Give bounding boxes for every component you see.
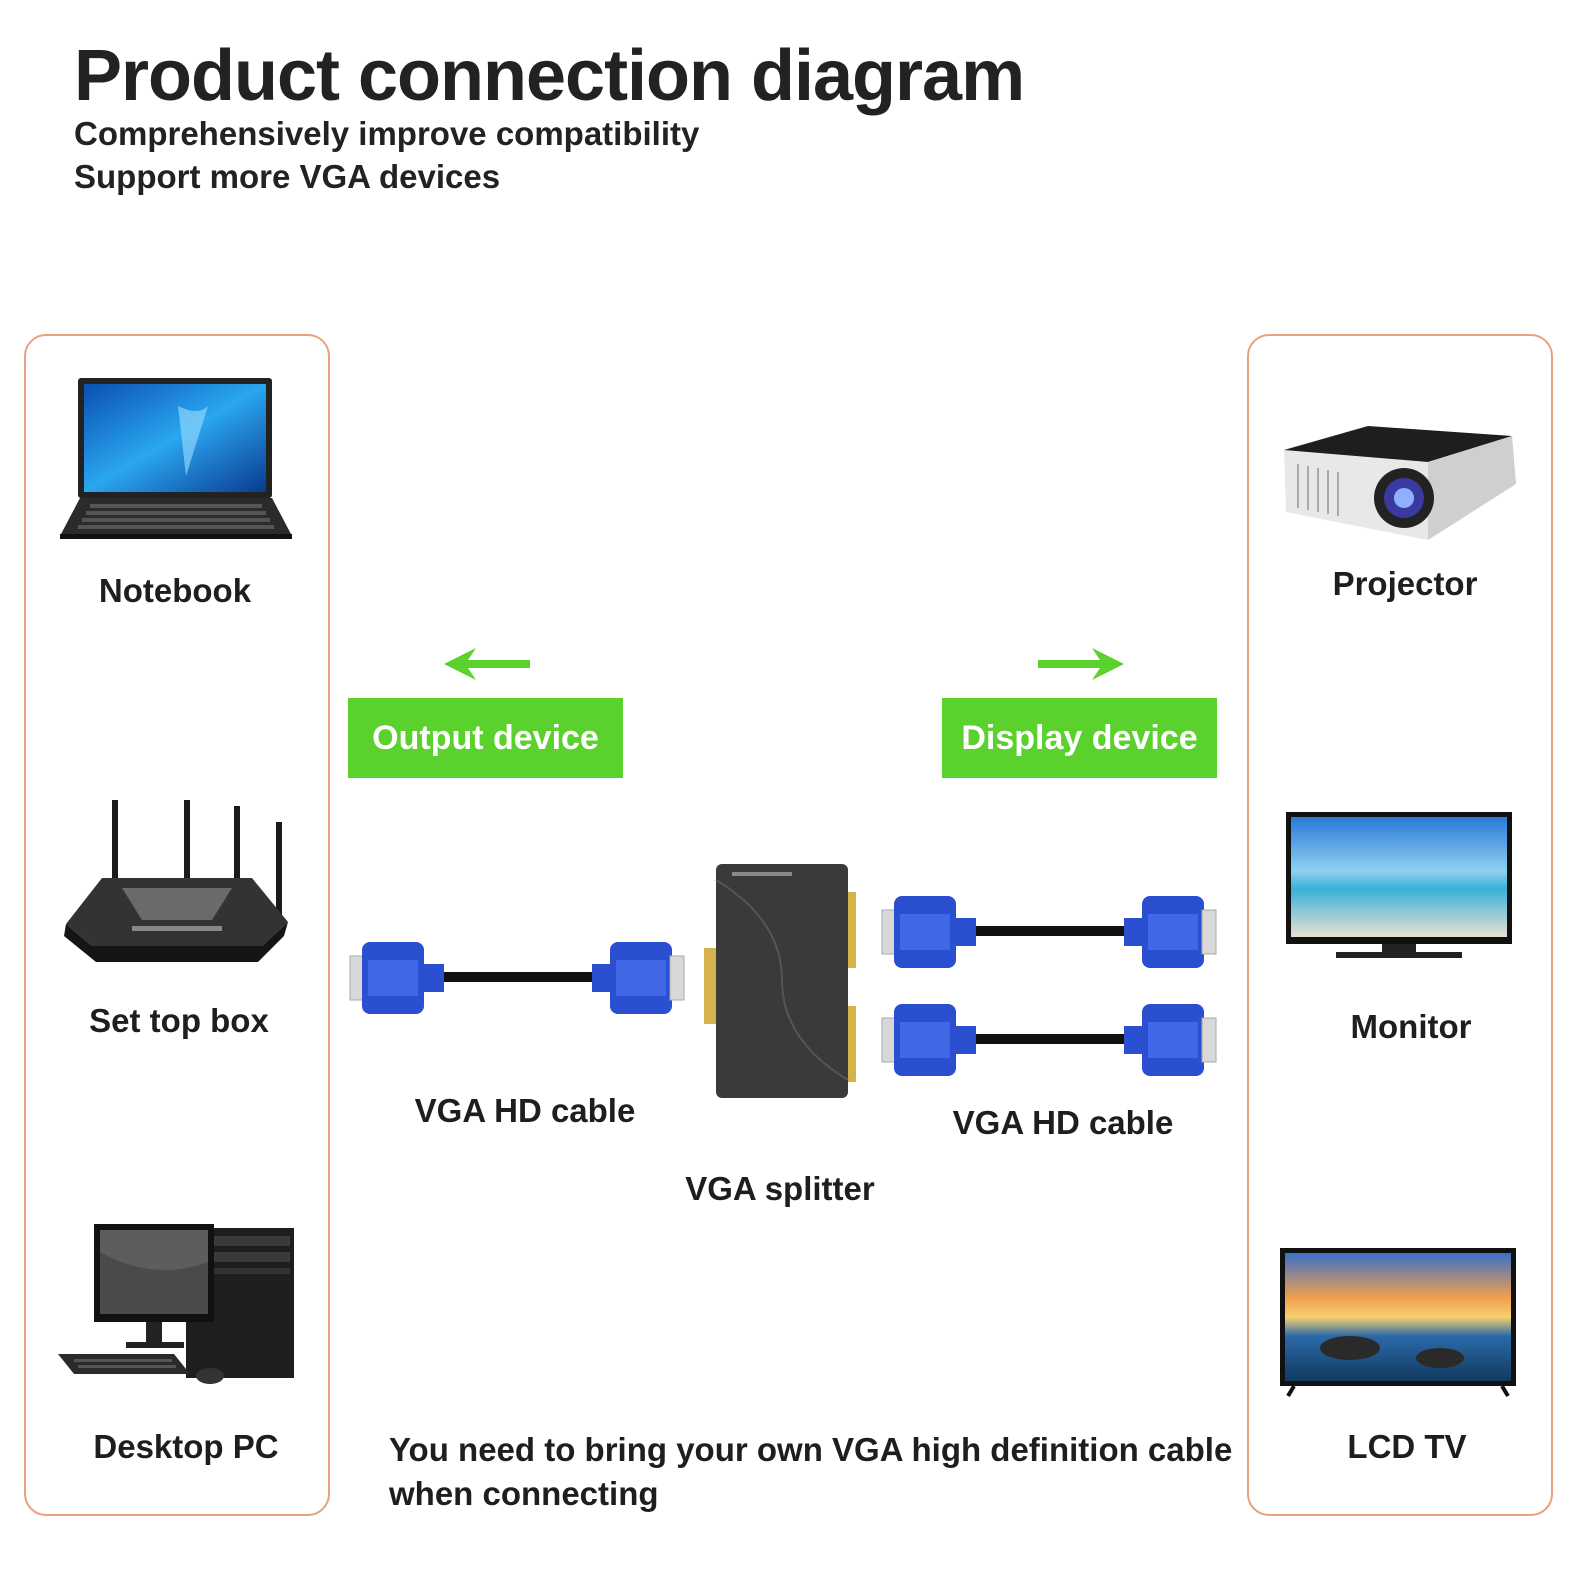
set-top-box-label: Set top box	[89, 1002, 269, 1039]
notebook-label: Notebook	[98, 572, 252, 609]
source-devices-panel	[24, 334, 330, 1516]
projector-label: Projector	[1332, 565, 1478, 602]
vga-splitter-icon	[704, 864, 856, 1098]
projector-icon	[1284, 426, 1516, 540]
desktop-pc-label: Desktop PC	[93, 1428, 279, 1465]
desktop-pc-icon	[58, 1224, 294, 1384]
right-arrow-icon	[1038, 648, 1124, 680]
right-vga-cable-top	[881, 896, 1217, 968]
splitter-label: VGA splitter	[685, 1170, 875, 1207]
footer-note-line-1: You need to bring your own VGA high defi…	[389, 1431, 1233, 1468]
lcd-tv-icon	[1280, 1248, 1516, 1398]
left-arrow-icon	[444, 648, 530, 680]
output-device-badge: Output device	[348, 698, 623, 778]
subtitle-line-2: Support more VGA devices	[74, 158, 501, 195]
left-vga-cable	[349, 942, 685, 1014]
display-devices-panel	[1247, 334, 1553, 1516]
display-device-badge: Display device	[942, 698, 1217, 778]
lcd-tv-label: LCD TV	[1347, 1428, 1467, 1465]
notebook-icon	[60, 378, 292, 539]
monitor-label: Monitor	[1350, 1008, 1472, 1045]
page-title: Product connection diagram	[74, 36, 1025, 116]
monitor-icon	[1286, 812, 1512, 958]
subtitle-line-1: Comprehensively improve compatibility	[74, 115, 700, 152]
left-cable-label: VGA HD cable	[414, 1092, 636, 1129]
router-icon	[64, 800, 288, 962]
right-cable-label: VGA HD cable	[952, 1104, 1174, 1141]
footer-note-line-2: when connecting	[389, 1475, 659, 1512]
right-vga-cable-bottom	[881, 1004, 1217, 1076]
footer-note: You need to bring your own VGA high defi…	[389, 1428, 1232, 1516]
